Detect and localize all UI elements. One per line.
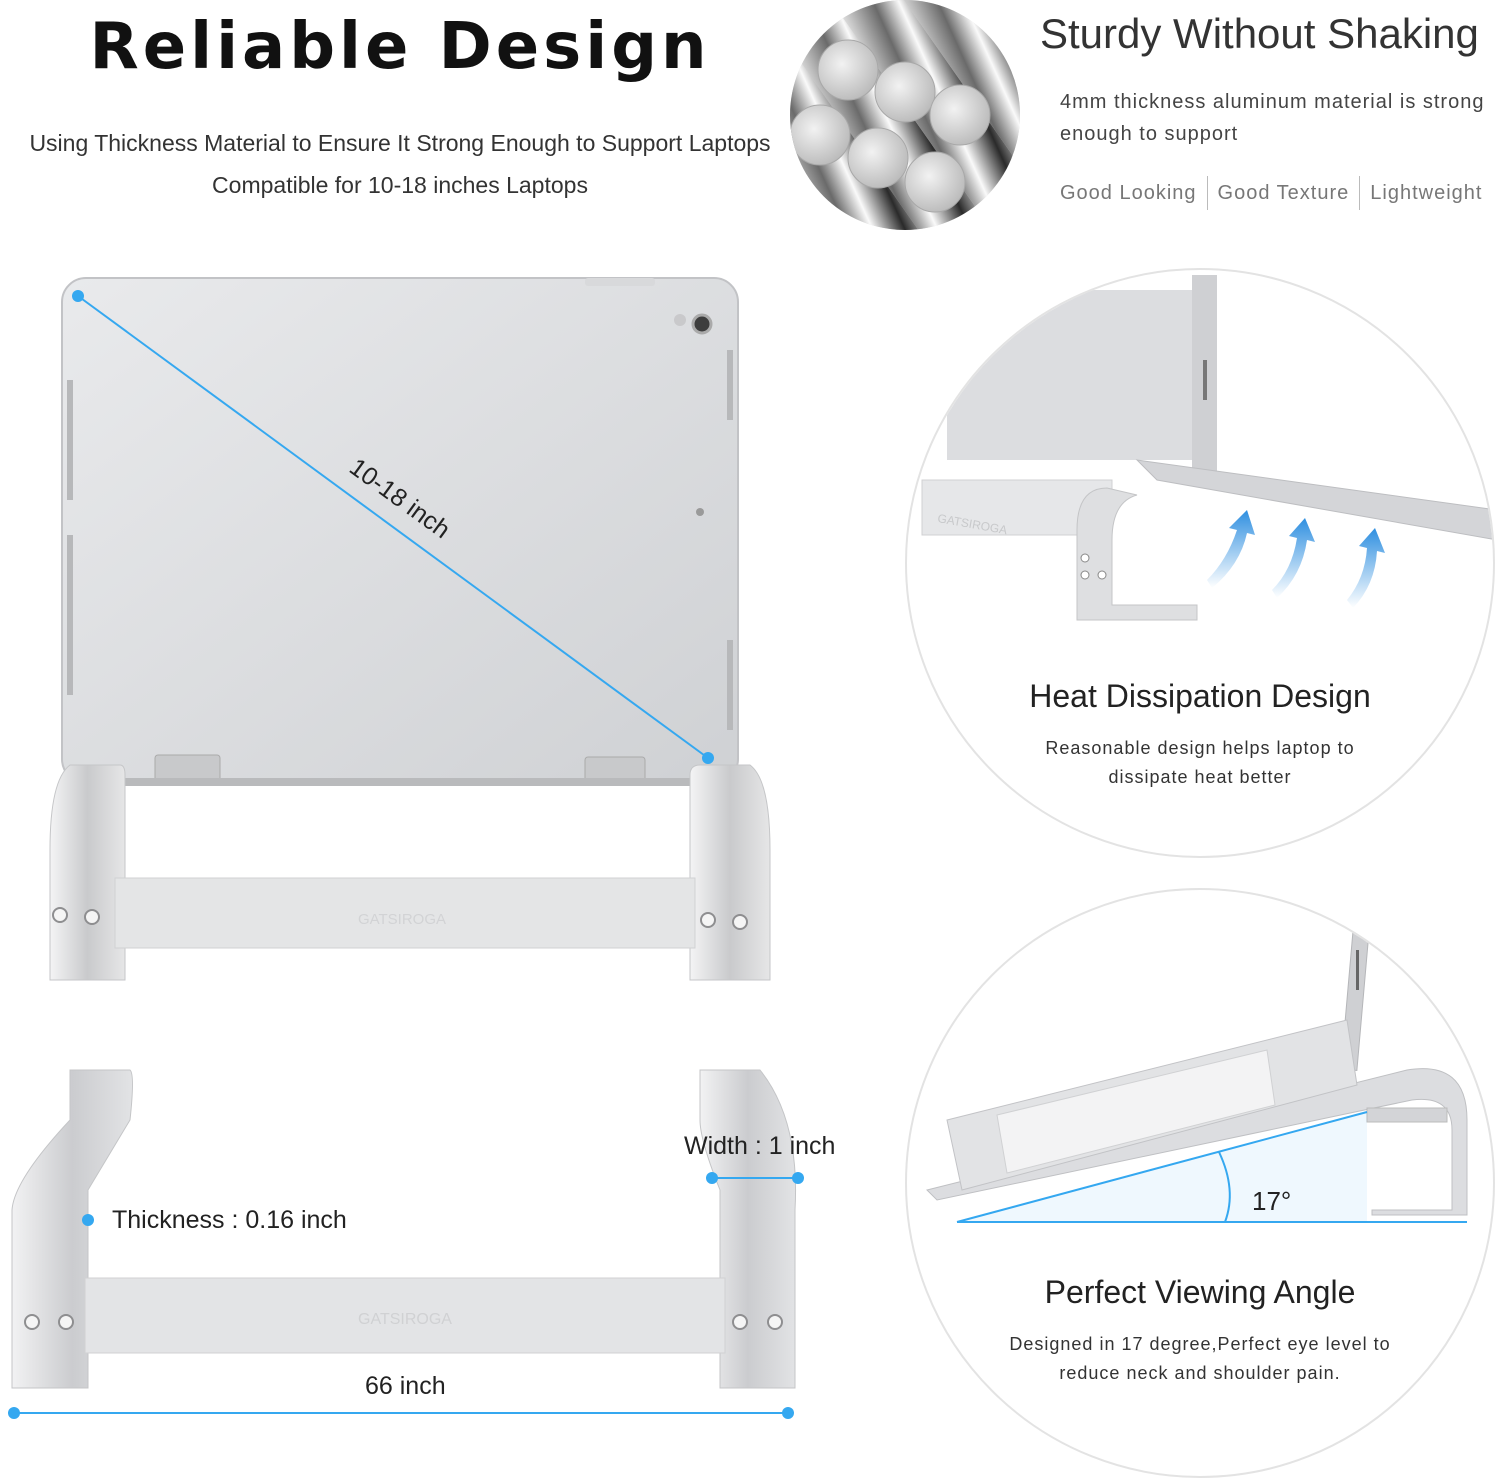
feature-item: Lightweight bbox=[1370, 181, 1483, 204]
feature-list: Good Looking Good Texture Lightweight bbox=[1060, 176, 1482, 210]
angle-label: 17° bbox=[1252, 1186, 1291, 1216]
subtitle-line-2: Compatible for 10-18 inches Laptops bbox=[212, 172, 588, 198]
feature-item: Good Looking bbox=[1060, 181, 1197, 204]
length-label: 66 inch bbox=[365, 1372, 446, 1400]
heat-title: Heat Dissipation Design bbox=[1029, 678, 1371, 714]
laptop-on-stand-image: 10-18 inch GATSIROGA bbox=[30, 260, 790, 1000]
viewing-angle-panel: 17° Perfect Viewing Angle Designed in 17… bbox=[905, 888, 1495, 1478]
feature-divider bbox=[1359, 176, 1361, 210]
feature-divider bbox=[1206, 176, 1208, 210]
viewing-description: Designed in 17 degree,Perfect eye level … bbox=[1009, 1334, 1391, 1383]
sturdy-description: 4mm thickness aluminum material is stron… bbox=[1060, 91, 1485, 145]
heat-dissipation-panel: GATSIROGA Heat Dissipation Design Reason… bbox=[905, 268, 1495, 858]
heat-description: Reasonable design helps laptop to dissip… bbox=[1045, 738, 1355, 787]
stand-dimensions-image: GATSIROGA bbox=[0, 1060, 840, 1460]
stand-brand-text: GATSIROGA bbox=[358, 911, 446, 928]
aluminum-rods-image bbox=[790, 0, 1020, 230]
dimension-brand-text: GATSIROGA bbox=[358, 1311, 452, 1328]
thickness-label: Thickness : 0.16 inch bbox=[112, 1206, 347, 1234]
feature-item: Good Texture bbox=[1217, 181, 1350, 204]
width-label: Width : 1 inch bbox=[684, 1132, 836, 1160]
sturdy-title: Sturdy Without Shaking bbox=[1040, 10, 1479, 57]
subtitle-line-1: Using Thickness Material to Ensure It St… bbox=[29, 130, 771, 156]
page-title: Reliable Design bbox=[89, 10, 711, 84]
viewing-title: Perfect Viewing Angle bbox=[1044, 1274, 1356, 1310]
